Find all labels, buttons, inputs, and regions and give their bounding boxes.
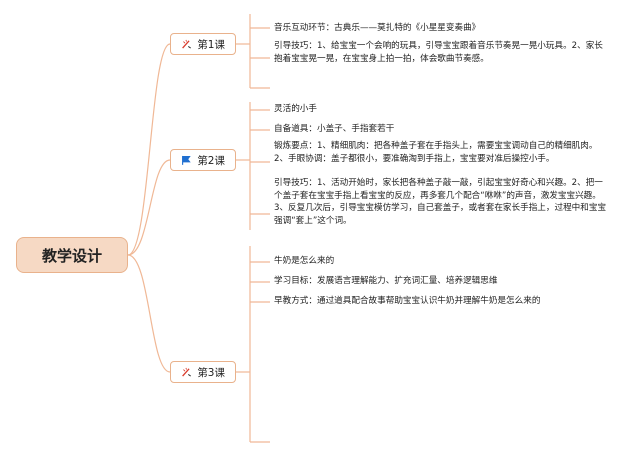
branch-label: 第1课 [197, 38, 225, 51]
lesson-2-item-1: 灵活的小手 [274, 104, 317, 114]
lesson-3-item-1: 牛奶是怎么来的 [274, 256, 335, 266]
lesson-2-item-4: 引导技巧：1、活动开始时，家长把各种盖子敲一敲，引起宝宝好奇心和兴趣。2、把一个… [274, 178, 607, 226]
root-label: 教学设计 [41, 246, 102, 265]
lesson-3-item-3: 早教方式：通过道具配合故事帮助宝宝认识牛奶并理解牛奶是怎么来的 [274, 296, 541, 306]
lesson-2-item-3: 锻炼要点：1、精细肌肉：把各种盖子套在手指头上，需要宝宝调动自己的精细肌肉。2、… [274, 141, 598, 164]
lesson-1-item-1: 音乐互动环节：古典乐——莫扎特的《小星星变奏曲》 [274, 23, 481, 33]
branch-lesson-3[interactable]: 第3课 [170, 361, 236, 383]
branch-label: 第2课 [197, 154, 225, 167]
branch-lesson-1[interactable]: 第1课 [170, 33, 236, 55]
pen-icon [182, 39, 191, 49]
lesson-2-item-2: 自备道具：小盖子、手指套若干 [274, 124, 395, 134]
root-node[interactable]: 教学设计 [16, 237, 128, 273]
branch-label: 第3课 [197, 366, 225, 379]
flag-icon [182, 155, 191, 165]
pen-icon [182, 367, 191, 377]
branch-lesson-2[interactable]: 第2课 [170, 149, 236, 171]
lesson-1-item-2: 引导技巧：1、给宝宝一个会响的玩具，引导宝宝跟着音乐节奏晃一晃小玩具。2、家长抱… [274, 41, 603, 64]
lesson-3-item-2: 学习目标：发展语言理解能力、扩充词汇量、培养逻辑思维 [274, 276, 498, 286]
